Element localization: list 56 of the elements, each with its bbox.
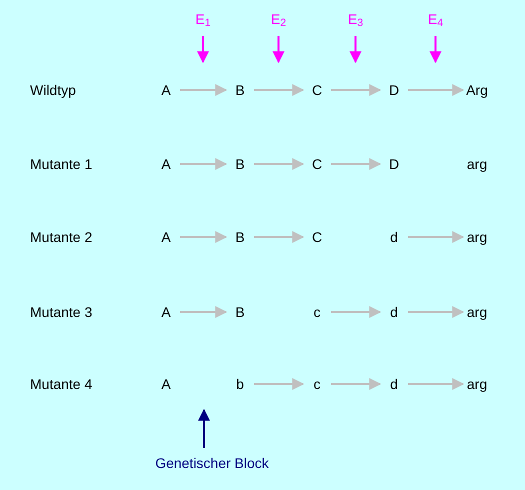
metabolite-label: C	[312, 228, 322, 246]
metabolite-label: A	[161, 80, 171, 100]
arrow	[180, 158, 228, 170]
metabolite-label: arg	[466, 154, 488, 174]
metabolite-label: A	[161, 374, 171, 394]
metabolite-label: D	[388, 80, 400, 100]
block-label: Genetischer Block	[155, 454, 269, 472]
strain-label: Mutante 4	[30, 375, 92, 394]
arrow	[331, 306, 382, 318]
arrow	[408, 231, 464, 243]
arrow	[254, 84, 304, 96]
arrow	[408, 84, 464, 96]
arrow	[254, 378, 304, 390]
arrow	[331, 378, 382, 390]
arrow	[254, 231, 304, 243]
metabolite-label: C	[312, 80, 322, 100]
enzyme-label: E$_{3}$	[348, 10, 364, 30]
arrow	[272, 36, 284, 64]
strain-label: Mutante 2	[30, 228, 92, 247]
metabolite-label: b	[236, 374, 244, 394]
arrow	[180, 84, 228, 96]
metabolite-label: arg	[466, 228, 488, 247]
metabolite-label: A	[161, 228, 171, 246]
metabolite-label: B	[235, 80, 245, 100]
arrow	[430, 36, 442, 64]
metabolite-label: Arg	[466, 80, 488, 100]
metabolite-label: A	[161, 154, 171, 174]
arrow	[198, 408, 210, 448]
metabolite-label: B	[235, 228, 245, 246]
metabolite-label: c	[314, 374, 320, 394]
arrow	[408, 378, 464, 390]
metabolite-label: B	[235, 154, 245, 174]
metabolite-label: d	[390, 228, 398, 246]
arrow	[197, 36, 209, 64]
arrow	[331, 158, 382, 170]
metabolite-label: c	[314, 302, 320, 322]
arrow	[408, 306, 464, 318]
metabolite-label: d	[390, 374, 398, 394]
arrow	[254, 158, 304, 170]
enzyme-label: E$_{2}$	[270, 10, 286, 30]
enzyme-label: E$_{1}$	[195, 10, 211, 30]
arrow	[331, 84, 382, 96]
arrow	[350, 36, 362, 64]
metabolite-label: C	[312, 154, 322, 174]
metabolite-label: D	[388, 154, 400, 174]
metabolite-label: arg	[466, 302, 488, 322]
metabolite-label: A	[161, 302, 171, 322]
enzyme-label: E$_{4}$	[428, 10, 444, 30]
strain-label: Mutante 3	[30, 303, 92, 322]
metabolite-label: B	[235, 302, 245, 322]
arrow	[180, 306, 228, 318]
metabolite-label: d	[390, 302, 398, 322]
arrow	[180, 231, 228, 243]
strain-label: Wildtyp	[30, 81, 76, 100]
strain-label: Mutante 1	[30, 155, 92, 174]
metabolite-label: arg	[466, 374, 488, 394]
